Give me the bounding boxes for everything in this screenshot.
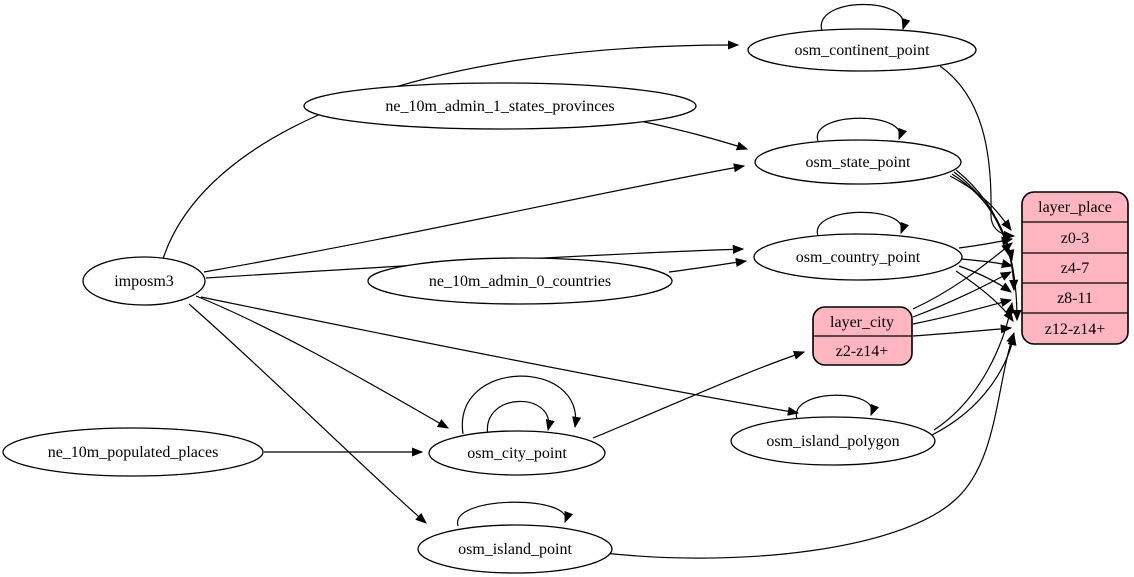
node-ne-10m-populated-places: ne_10m_populated_places: [2, 427, 264, 477]
node-osm-country-point-label: osm_country_point: [796, 249, 921, 266]
node-osm-city-point-label: osm_city_point: [467, 445, 567, 462]
node-osm-state-point-shape: [754, 139, 962, 185]
edge-osm-state-point-layer-place-z12-z14: [955, 169, 1022, 322]
node-osm-island-polygon-label: osm_island_polygon: [766, 433, 899, 450]
node-ne-10m-admin-0-countries-label: ne_10m_admin_0_countries: [429, 273, 611, 290]
node-osm-city-point: osm_city_point: [428, 430, 606, 476]
selfloop-osm-island-point: [457, 501, 574, 527]
record-layer-place-title: layer_place: [1038, 199, 1112, 216]
node-ne-10m-populated-places-label: ne_10m_populated_places: [48, 444, 219, 461]
node-ne-10m-admin-1-states-provinces-shape: [303, 82, 697, 130]
node-osm-city-point-shape: [428, 430, 606, 476]
edge-layer-city-layer-place-z0-3: [912, 242, 1013, 310]
node-osm-country-point-shape: [753, 233, 963, 281]
selfloop-osm-continent-point: [820, 3, 911, 32]
node-ne-10m-admin-0-countries-shape: [367, 257, 673, 305]
edge-osm-island-polygon-layer-place-z8-11: [933, 301, 1015, 431]
node-imposm3-label: imposm3: [114, 273, 174, 290]
edge-osm-country-point-layer-place-z12-z14: [955, 270, 1014, 322]
selfloop-osm-city-point-outer: [461, 375, 582, 435]
edge-osm-country-point-layer-place-z8-11: [958, 265, 1012, 293]
node-osm-continent-point: osm_continent_point: [747, 28, 977, 72]
record-layer-place-row-z12-z14: z12-z14+: [1045, 321, 1106, 338]
record-layer-place-row-z0-3: z0-3: [1061, 230, 1089, 247]
edge-imposm3-osm-island-point: [188, 303, 427, 524]
node-osm-island-point-shape: [417, 524, 613, 574]
node-osm-island-polygon: osm_island_polygon: [730, 416, 936, 466]
edge-osm-country-point-layer-place-z0-3: [958, 236, 1014, 249]
record-layer-place-row-z4-7: z4-7: [1061, 260, 1089, 277]
nodes: imposm3 ne_10m_admin_1_states_provinces …: [2, 28, 977, 574]
record-layer-place-row-z8-11: z8-11: [1057, 290, 1093, 307]
edge-layer-city-layer-place-z4-7: [912, 271, 1013, 318]
node-osm-island-point-label: osm_island_point: [458, 541, 572, 558]
edge-osm-state-point-layer-place-z8-11: [953, 171, 1019, 292]
edge-osm-island-point-layer-place-z12-z14: [603, 331, 1015, 559]
selfloop-osm-city-point-inner: [486, 400, 555, 437]
node-imposm3: imposm3: [82, 256, 206, 306]
edge-osm-country-point-layer-place-z4-7: [960, 258, 1014, 268]
record-layer-city-title: layer_city: [830, 314, 894, 331]
edge-osm-state-point-layer-place-z4-7: [951, 173, 1015, 262]
node-ne-10m-populated-places-shape: [2, 427, 264, 477]
record-layer-place: layer_place z0-3 z4-7 z8-11 z12-z14+: [1021, 191, 1129, 345]
node-osm-continent-point-label: osm_continent_point: [794, 42, 930, 59]
node-osm-island-point: osm_island_point: [417, 524, 613, 574]
edge-layer-city-layer-place-z8-11: [912, 298, 1013, 325]
edge-osm-island-polygon-layer-place-z12-z14: [931, 333, 1017, 436]
node-osm-island-polygon-shape: [730, 416, 936, 466]
edge-layer-city-layer-place-z12-z14: [912, 324, 1013, 337]
edge-imposm3-osm-city-point: [195, 295, 450, 429]
edge-ne-10m-admin-0-countries-osm-country-point: [668, 257, 748, 273]
node-osm-state-point-label: osm_state_point: [806, 154, 911, 171]
selfloop-osm-state-point: [816, 117, 907, 142]
edges: [162, 3, 1022, 559]
edge-osm-state-point-layer-place-z0-3: [949, 175, 1012, 231]
edge-osm-continent-point-layer-place-z0-3: [939, 65, 1016, 240]
selfloop-osm-island-polygon: [796, 394, 880, 420]
edge-imposm3-osm-state-point: [203, 163, 746, 273]
node-ne-10m-admin-0-countries: ne_10m_admin_0_countries: [367, 257, 673, 305]
record-layer-place-box: [1021, 191, 1129, 345]
node-imposm3-shape: [82, 256, 206, 306]
node-osm-state-point: osm_state_point: [754, 139, 962, 185]
edge-imposm3-osm-continent-point: [162, 40, 740, 260]
selfloop-osm-country-point: [817, 211, 909, 237]
node-osm-country-point: osm_country_point: [753, 233, 963, 281]
edge-imposm3-osm-island-polygon: [200, 296, 800, 416]
node-ne-10m-admin-1-states-provinces-label: ne_10m_admin_1_states_provinces: [385, 98, 614, 115]
record-layer-city-row-z2-z14: z2-z14+: [836, 343, 889, 360]
record-layer-city: layer_city z2-z14+: [812, 306, 913, 366]
node-ne-10m-admin-1-states-provinces: ne_10m_admin_1_states_provinces: [303, 82, 697, 130]
edge-osm-city-point-layer-city-z2-z14: [592, 350, 806, 439]
edge-ne-10m-admin-1-states-provinces-osm-state-point: [635, 119, 749, 151]
node-osm-continent-point-shape: [747, 28, 977, 72]
